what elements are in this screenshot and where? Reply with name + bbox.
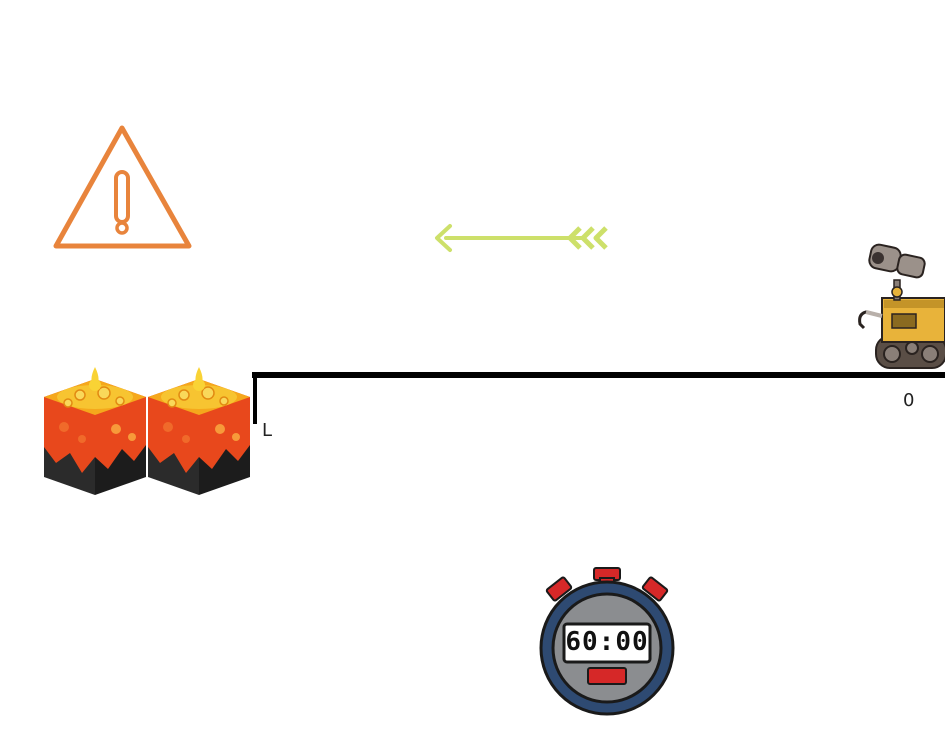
robot-icon	[858, 243, 945, 369]
track-end-label: 0	[903, 390, 915, 411]
track-start-tick	[253, 372, 257, 424]
stopwatch-icon	[539, 567, 675, 716]
lava-block-icon	[44, 367, 146, 495]
track-start-label: L	[262, 420, 273, 441]
lava-block-icon	[148, 367, 250, 495]
warning-triangle-icon	[53, 125, 192, 249]
track-line	[252, 372, 945, 378]
left-arrow-icon	[435, 224, 608, 252]
timer-display: 60:00	[565, 627, 649, 657]
